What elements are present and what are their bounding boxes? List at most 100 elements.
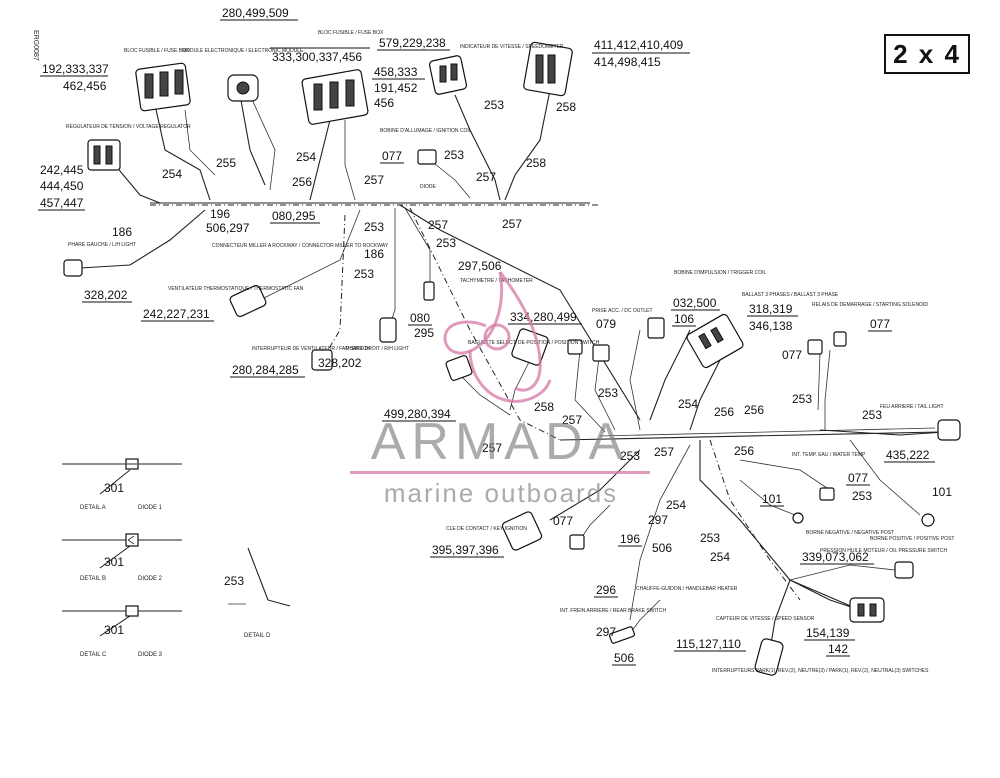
part-242-445: 242,445 — [40, 163, 84, 177]
part-506-297: 506,297 — [206, 221, 250, 235]
wire-257-d: 257 — [428, 218, 448, 232]
trunk-down — [387, 208, 396, 331]
caption-tail-light: FEU ARRIERE / TAIL LIGHT — [880, 404, 944, 410]
part-079: 079 — [596, 317, 616, 331]
branch-relay-2 — [817, 351, 821, 411]
negative-post — [792, 512, 804, 524]
branch-temp — [739, 459, 831, 491]
part-499-280-394: 499,280,394 — [384, 407, 451, 421]
branch-key — [549, 449, 641, 521]
caption-position-switch: BAGUETTE SELECT. DE POSITION / POSITION … — [468, 340, 600, 346]
oil-pressure-switch — [894, 561, 914, 579]
branch-fuse-r-2 — [344, 120, 356, 201]
wire-253-i: 253 — [620, 449, 640, 463]
branch-dcout — [594, 349, 616, 431]
detail-b-label: DETAIL B — [80, 576, 106, 582]
caption-tachometer: TACHYMETRE / TACHOMETER — [460, 278, 533, 284]
trunk-down-2 — [404, 207, 431, 290]
wire-253-c: 253 — [364, 220, 384, 234]
detail-d-drawing — [228, 547, 291, 607]
voltage-regulator — [87, 139, 121, 171]
part-077-c: 077 — [848, 471, 868, 485]
caption-brake-switch: INT. FREIN ARRIERE / REAR BRAKE SWITCH — [560, 608, 667, 614]
wire-257-a: 257 — [364, 173, 384, 187]
part-101-b: 101 — [932, 485, 952, 499]
part-462-456: 462,456 — [63, 79, 107, 93]
part-297-b: 297 — [648, 513, 668, 527]
caption-fuse-box-right: BLOC FUSIBLE / FUSE BOX — [318, 30, 384, 36]
wire-258-a: 258 — [556, 100, 576, 114]
branch-fuse-r — [309, 119, 331, 201]
speedometer-connector — [428, 55, 468, 95]
branch-neg — [739, 479, 796, 516]
branch-fuse-l — [154, 104, 211, 201]
detail-c-diode: DIODE 3 — [138, 652, 163, 658]
ignition-coil — [417, 149, 437, 165]
brake-switch — [608, 626, 636, 644]
part-242-227-231: 242,227,231 — [143, 307, 210, 321]
part-077-e: 077 — [382, 149, 402, 163]
wire-256-c: 256 — [744, 403, 764, 417]
part-328-202-a: 328,202 — [84, 288, 128, 302]
branch-speedo-2 — [504, 89, 551, 201]
branch-079 — [629, 329, 641, 431]
part-301-b: 301 — [104, 555, 124, 569]
branch-dcout-2 — [574, 349, 606, 433]
lower-spine-2 — [709, 439, 801, 601]
part-444-450: 444,450 — [40, 179, 84, 193]
branch-lh-light — [79, 209, 206, 269]
part-142: 142 — [828, 642, 848, 656]
part-032-500: 032,500 — [673, 296, 717, 310]
part-414-498-415: 414,498,415 — [594, 55, 661, 69]
part-080-b: 080 — [410, 311, 430, 325]
caption-reverse-switch: CHAUFFE-GUIDON / HANDLEBAR HEATER — [636, 586, 738, 592]
wire-257-e: 257 — [562, 413, 582, 427]
part-106: 106 — [674, 312, 694, 326]
part-196-b: 196 — [620, 532, 640, 546]
part-297-c: 297 — [596, 625, 616, 639]
rh-light — [379, 317, 397, 343]
wire-256-b: 256 — [714, 405, 734, 419]
wire-253-f: 253 — [598, 386, 618, 400]
part-115-127-110: 115,127,110 — [676, 637, 741, 651]
wire-253-h: 253 — [862, 408, 882, 422]
caption-ballast: BALLAST 3 PHASES / BALLAST 3 PHASE — [742, 292, 839, 298]
branch-fan-2 — [324, 214, 346, 356]
logo-wordmark: ARMADA — [370, 413, 630, 471]
electronic-module — [227, 74, 259, 102]
part-186-b: 186 — [364, 247, 384, 261]
part-411-412-410-409: 411,412,410,409 — [594, 38, 684, 52]
part-346-138: 346,138 — [749, 319, 793, 333]
caption-positive-post: BORNE POSITIVE / POSITIVE POST — [870, 536, 954, 542]
part-280-499-509: 280,499,509 — [222, 6, 289, 20]
branch-speedo — [454, 94, 501, 201]
wire-253-g: 253 — [792, 392, 812, 406]
side-code: ERG0087 — [32, 30, 39, 61]
caption-water-temp: INT. TEMP. EAU / WATER TEMP — [792, 452, 866, 458]
wire-257-c: 257 — [502, 217, 522, 231]
branch-fuse-l-2 — [184, 109, 216, 176]
part-457-447: 457,447 — [40, 196, 84, 210]
caption-fan-switch: INTERRUPTEUR DE VENTILATEUR / FAN SWITCH — [252, 346, 370, 352]
caption-trigger-coil: BOBINE D'IMPULSION / TRIGGER COIL — [674, 270, 766, 276]
detail-b-drawing — [62, 533, 182, 547]
part-301-a: 301 — [104, 481, 124, 495]
part-295: 295 — [414, 326, 434, 340]
logo-divider — [350, 471, 650, 474]
lower-spine — [699, 440, 861, 611]
caption-ignition-coil: BOBINE D'ALLUMAGE / IGNITION COIL — [380, 128, 472, 134]
caption-dc-outlet: PRISE ACC. / DC OUTLET — [592, 308, 653, 314]
wire-253-d: 253 — [436, 236, 456, 250]
branch-fan — [259, 209, 361, 301]
part-077-d: 077 — [553, 514, 573, 528]
caption-rh-light: PHARE DROIT / R/H LIGHT — [346, 346, 409, 352]
wire-253-k: 253 — [700, 531, 720, 545]
thermostatic-fan — [229, 284, 267, 318]
part-395-397-396: 395,397,396 — [432, 543, 499, 557]
branch-speedsensor — [769, 579, 791, 651]
fan-switch — [311, 349, 333, 371]
part-334-280-499: 334,280,499 — [510, 310, 577, 324]
wire-257-f: 257 — [482, 441, 502, 455]
wire-257-b: 257 — [476, 170, 496, 184]
